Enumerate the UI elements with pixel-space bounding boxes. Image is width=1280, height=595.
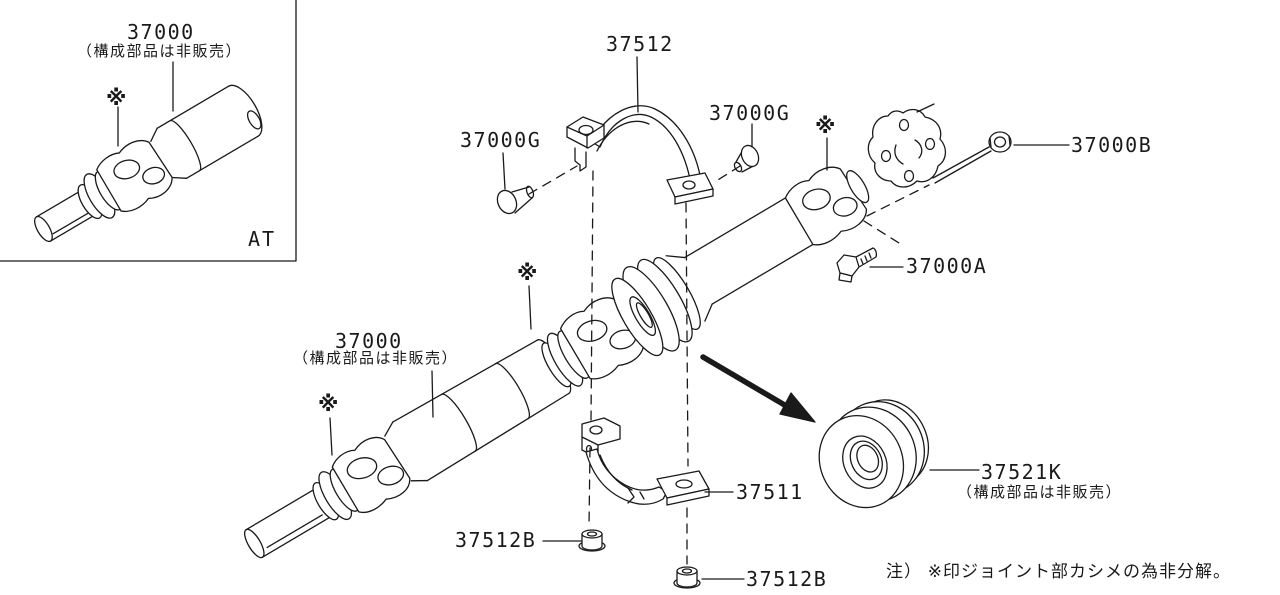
inset-border: [0, 0, 297, 262]
label-37000g-left: 37000G: [460, 128, 542, 152]
label-37000-assembly: 37000: [335, 329, 403, 353]
flange-stud-line: [932, 146, 992, 184]
footnote: 注） ※印ジョイント部カシメの為非分解。: [886, 562, 1231, 581]
insulator-pin-left-drawing: [496, 185, 535, 215]
crimp-mark-rear: ※: [815, 115, 836, 138]
label-37512-upper-bracket: 37512: [606, 32, 674, 56]
inset-availability-note: （構成部品は非販売）: [77, 43, 243, 60]
label-37512b-left-nut: 37512B: [455, 528, 537, 552]
bracket-nut-bottom-drawing: [673, 566, 701, 589]
propeller-shaft-drawing: [244, 166, 870, 559]
dashed-alignment-lines: [528, 165, 930, 565]
lower-bracket-drawing: [581, 417, 710, 506]
label-37521k-center-bearing: 37521K: [981, 460, 1063, 484]
label-37000a-flange-bolt: 37000A: [906, 254, 988, 278]
insulator-pin-right-drawing: [733, 144, 760, 173]
label-37000g-right: 37000G: [709, 101, 791, 125]
assembly-availability-note: （構成部品は非販売）: [293, 350, 459, 367]
label-37511-lower-bracket: 37511: [736, 480, 804, 504]
inset-part-number-label: 37000: [127, 20, 195, 44]
label-37000b-flange-nut: 37000B: [1071, 133, 1153, 157]
leader-lines: [172, 56, 1070, 580]
bracket-nut-left-drawing: [578, 529, 606, 552]
crimp-mark-inset: ※: [106, 87, 127, 110]
flange-nut-drawing: [988, 131, 1012, 153]
inset-shaft-drawing: [34, 84, 263, 243]
companion-flange-drawing: [867, 103, 947, 188]
inset-at-label: AT: [248, 227, 277, 251]
label-37512b-bottom-nut: 37512B: [746, 567, 828, 591]
crimp-pointer-lines: [117, 106, 828, 456]
flange-bolt-drawing: [836, 247, 878, 283]
center-bearing-availability-note: （構成部品は非販売）: [957, 484, 1123, 501]
crimp-mark-front: ※: [318, 393, 339, 416]
center-bearing-drawing: [818, 399, 930, 509]
upper-bracket-drawing: [566, 105, 714, 205]
crimp-mark-center: ※: [517, 262, 538, 285]
direction-arrow: [700, 354, 816, 423]
